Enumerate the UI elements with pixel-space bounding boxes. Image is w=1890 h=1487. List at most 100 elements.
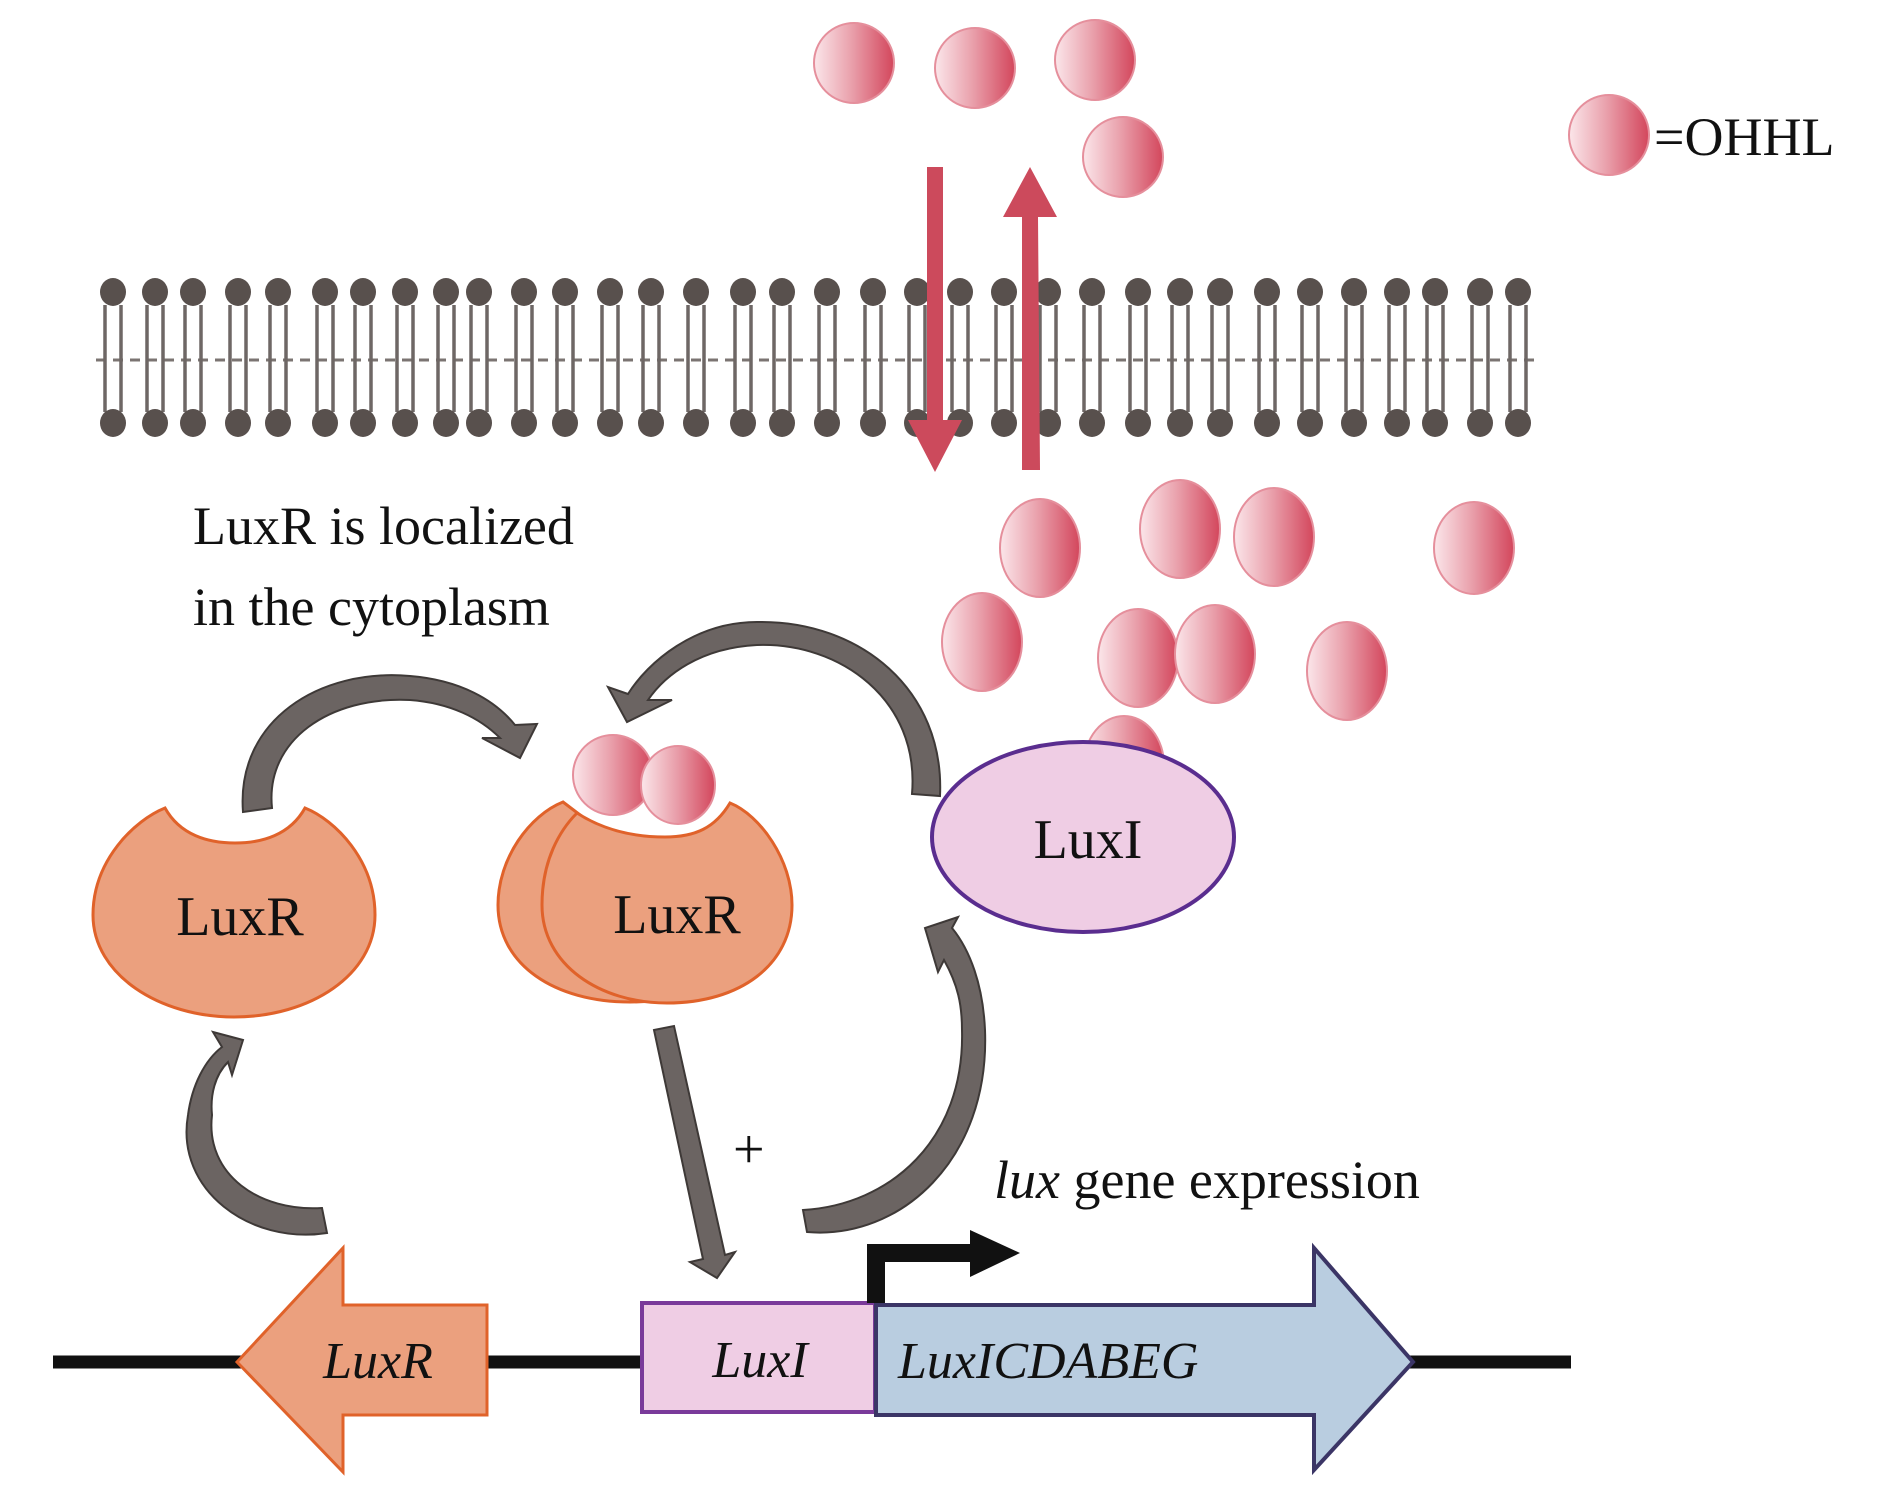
arrow-luxr-binds-ohhl <box>241 674 539 814</box>
lipid-head <box>433 278 459 306</box>
lipid-head <box>350 278 376 306</box>
lipid-head <box>1167 278 1193 306</box>
lipid-head <box>730 409 756 437</box>
lipid-head <box>1384 278 1410 306</box>
lipid-head <box>466 278 492 306</box>
lipid-molecule <box>1384 278 1410 437</box>
lipid-head <box>1167 409 1193 437</box>
lipid-head <box>1341 278 1367 306</box>
lipid-molecule <box>683 278 709 437</box>
gene-expression-label-italic: lux <box>994 1150 1060 1210</box>
lipid-head <box>100 409 126 437</box>
lipid-head <box>1505 278 1531 306</box>
lipid-head <box>552 278 578 306</box>
luxr-gene: LuxR <box>234 1244 489 1476</box>
lipid-head <box>683 409 709 437</box>
lipid-head <box>597 409 623 437</box>
lipid-head <box>597 278 623 306</box>
lipid-molecule <box>1207 278 1233 437</box>
luxr-bound-label: LuxR <box>613 884 741 946</box>
lipid-head <box>350 409 376 437</box>
ohhl-molecule-intracellular <box>1433 501 1515 595</box>
lipid-molecule <box>312 278 338 437</box>
cell-membrane <box>96 278 1540 437</box>
lipid-head <box>769 278 795 306</box>
lipid-head <box>392 409 418 437</box>
lipid-head <box>860 409 886 437</box>
promoter-arrow-icon <box>867 1230 1020 1303</box>
arrow-luxi-produces-ohhl <box>605 620 942 798</box>
lipid-head <box>1079 409 1105 437</box>
lipid-head <box>1422 409 1448 437</box>
lipid-molecule <box>350 278 376 437</box>
lipid-head <box>1254 278 1280 306</box>
lipid-molecule <box>730 278 756 437</box>
lipid-molecule <box>1422 278 1448 437</box>
lipid-molecule <box>466 278 492 437</box>
lipid-molecule <box>225 278 251 437</box>
lipid-head <box>265 409 291 437</box>
lipid-head <box>814 278 840 306</box>
lipid-head <box>1467 278 1493 306</box>
lipid-head <box>511 409 537 437</box>
lipid-head <box>1467 409 1493 437</box>
lipid-head <box>1297 278 1323 306</box>
lipid-head <box>1505 409 1531 437</box>
lipid-head <box>1384 409 1410 437</box>
luxi-protein: LuxI <box>930 740 1236 934</box>
lipid-head <box>991 278 1017 306</box>
lipid-head <box>312 278 338 306</box>
ohhl-efflux-arrow <box>1003 167 1057 470</box>
luxr-protein-bound: LuxR <box>496 734 794 1005</box>
lipid-head <box>730 278 756 306</box>
lipid-molecule <box>265 278 291 437</box>
lipid-molecule <box>1167 278 1193 437</box>
lipid-head <box>142 278 168 306</box>
lipid-molecule <box>1125 278 1151 437</box>
activation-plus-sign: + <box>733 1119 765 1181</box>
lipid-head <box>947 278 973 306</box>
lipid-molecule <box>1254 278 1280 437</box>
lipid-molecule <box>511 278 537 437</box>
legend: =OHHL <box>1568 94 1834 176</box>
lipid-head <box>1207 409 1233 437</box>
lipid-head <box>433 409 459 437</box>
lipid-molecule <box>1079 278 1105 437</box>
lipid-head <box>638 278 664 306</box>
lipid-molecule <box>1505 278 1531 437</box>
lipid-molecule <box>991 278 1017 437</box>
ohhl-molecule-intracellular <box>1233 487 1315 587</box>
lipid-head <box>814 409 840 437</box>
arrow-luxi-gene-expression <box>801 915 987 1234</box>
lipid-head <box>860 278 886 306</box>
lipid-molecule <box>597 278 623 437</box>
lipid-head <box>265 278 291 306</box>
lipid-molecule <box>100 278 126 437</box>
lipid-molecule <box>552 278 578 437</box>
lipid-head <box>1341 409 1367 437</box>
arrow-luxr-gene-expression <box>185 1030 329 1236</box>
lipid-head <box>511 278 537 306</box>
arrow-luxr-activates-luxi <box>652 1024 738 1280</box>
lipid-head <box>1125 278 1151 306</box>
ohhl-molecule-extracellular <box>1054 19 1136 101</box>
legend-ohhl-icon <box>1568 94 1650 176</box>
gene-expression-label-rest: gene expression <box>1060 1150 1420 1210</box>
lipid-molecule <box>180 278 206 437</box>
luxi-protein-label: LuxI <box>1034 809 1143 871</box>
lipid-molecule <box>1035 278 1061 437</box>
lux-operon-label: LuxICDABEG <box>897 1333 1198 1390</box>
lipid-head <box>142 409 168 437</box>
lipid-molecule <box>860 278 886 437</box>
luxr-free-label: LuxR <box>176 886 304 948</box>
luxi-gene: LuxI <box>640 1301 877 1414</box>
lipid-molecule <box>392 278 418 437</box>
lux-operon: LuxICDABEG <box>874 1242 1416 1476</box>
ohhl-molecule-intracellular <box>1139 479 1221 579</box>
bound-ohhl-1 <box>572 734 654 816</box>
luxi-gene-label: LuxI <box>711 1332 810 1389</box>
lipid-head <box>392 278 418 306</box>
lipid-head <box>683 278 709 306</box>
caption-line-2: in the cytoplasm <box>193 577 550 637</box>
lipid-molecule <box>433 278 459 437</box>
